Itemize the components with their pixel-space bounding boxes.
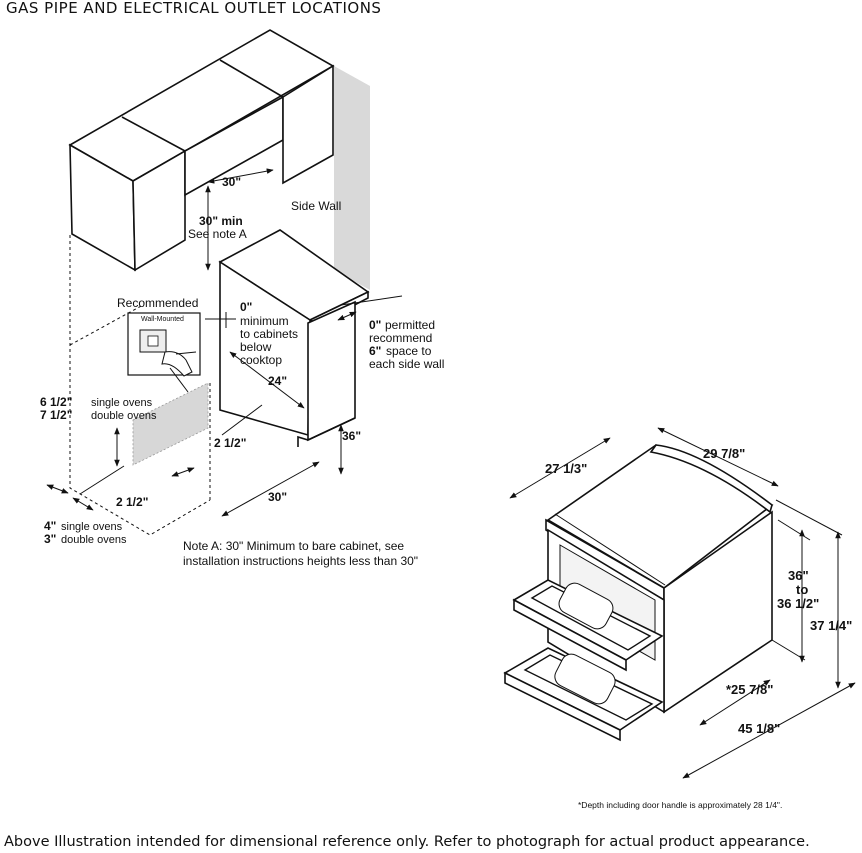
- height-label-2: to: [796, 582, 808, 597]
- cab-width-label: 30": [222, 175, 241, 189]
- floor-double-text: double ovens: [61, 534, 127, 546]
- upper-cabinet-right-front: [282, 64, 334, 185]
- diagram-title: GAS PIPE AND ELECTRICAL OUTLET LOCATIONS: [6, 0, 381, 17]
- side-clearance-value-2: 6": [369, 344, 381, 358]
- side-clearance-text-3: space to: [386, 344, 432, 358]
- gas-pipe-zone: [132, 382, 209, 466]
- depth-footnote: *Depth including door handle is approxim…: [578, 800, 782, 810]
- overall-depth-label: 45 1/8": [738, 721, 780, 736]
- pipe-double-value: 7 1/2": [40, 408, 72, 422]
- dim-cab-width: [207, 168, 274, 184]
- dim-overall-depth: [682, 682, 856, 779]
- wall-mounted-inset: Wall-Mounted: [127, 312, 201, 393]
- overall-height-label: 37 1/4": [810, 618, 852, 633]
- side-wall-shading: [334, 66, 370, 290]
- zero-clearance-text-2: to cabinets: [240, 327, 298, 341]
- height-label-3: 36 1/2": [777, 596, 819, 611]
- dim-top-width: [657, 427, 779, 487]
- zero-clearance-text-3: below: [240, 340, 272, 354]
- zero-clearance-text-4: cooktop: [240, 353, 282, 367]
- lower-cabinet-side: [307, 300, 356, 442]
- dim-range-width: [221, 461, 320, 517]
- base-depth-label: *25 7/8": [726, 682, 773, 697]
- pipe-offset-label: 2 1/2": [116, 495, 148, 509]
- floor-double-value: 3": [44, 532, 56, 546]
- outlet-offset-label: 2 1/2": [214, 436, 246, 450]
- note-a-line-1: Note A: 30" Minimum to bare cabinet, see: [183, 539, 404, 553]
- zero-clearance-text-1: minimum: [240, 314, 289, 328]
- note-a-line-2: installation instructions heights less t…: [183, 554, 418, 568]
- side-clearance-text-2: recommend: [369, 331, 432, 345]
- pipe-double-text: double ovens: [91, 410, 157, 422]
- upper-cabinet-left-side: [132, 149, 186, 272]
- disclaimer-footer: Above Illustration intended for dimensio…: [4, 834, 810, 850]
- height-label-1: 36": [788, 568, 809, 583]
- installation-drawing: Wall-Mounted 30" 30" min See note A Side…: [40, 29, 444, 568]
- floor-single-text: single ovens: [61, 521, 123, 533]
- wall-mounted-label: Wall-Mounted: [141, 316, 184, 323]
- recommended-label: Recommended: [117, 296, 198, 310]
- range-drawing: 27 1/3" 29 7/8" 36" to 36 1/2" 37 1/4" *…: [503, 427, 856, 810]
- counter-height-label: 36": [342, 429, 361, 443]
- depth-label: 24": [268, 374, 287, 388]
- floor-single-value: 4": [44, 519, 56, 533]
- side-clearance-text-1: permitted: [385, 318, 435, 332]
- pipe-single-text: single ovens: [91, 397, 153, 409]
- side-clearance-value-1: 0": [369, 318, 381, 332]
- range-width-label: 30": [268, 490, 287, 504]
- pipe-single-value: 6 1/2": [40, 395, 72, 409]
- zero-clearance-value: 0": [240, 300, 252, 314]
- side-clearance-text-4: each side wall: [369, 357, 444, 371]
- clearance-top-note: See note A: [188, 227, 247, 241]
- range-footprint: [69, 235, 211, 536]
- dim-depth: [229, 351, 305, 409]
- clearance-top-value: 30" min: [199, 214, 243, 228]
- top-width-label: 29 7/8": [703, 446, 745, 461]
- dim-top-depth: [509, 437, 611, 499]
- side-wall-label: Side Wall: [291, 199, 341, 213]
- top-depth-label: 27 1/3": [545, 461, 587, 476]
